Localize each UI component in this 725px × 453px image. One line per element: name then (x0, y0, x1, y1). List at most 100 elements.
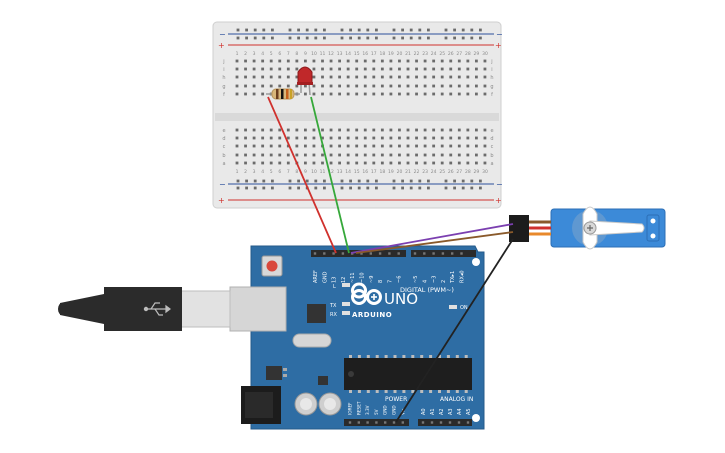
breadboard-hole[interactable] (312, 136, 316, 140)
breadboard-hole[interactable] (321, 67, 324, 71)
breadboard-hole[interactable] (406, 75, 410, 79)
header-pin[interactable] (466, 421, 470, 424)
breadboard-hole[interactable] (338, 84, 341, 88)
breadboard-hole[interactable] (355, 59, 359, 63)
breadboard-hole[interactable] (363, 67, 367, 71)
rail-hole[interactable] (271, 28, 274, 32)
analog-pin-header[interactable] (418, 419, 472, 426)
breadboard-hole[interactable] (415, 153, 418, 157)
breadboard-hole[interactable] (457, 153, 461, 157)
rail-hole[interactable] (479, 28, 482, 32)
rail-hole[interactable] (375, 179, 378, 183)
header-pin[interactable] (375, 421, 378, 424)
rail-hole[interactable] (357, 36, 361, 40)
breadboard-hole[interactable] (321, 84, 324, 88)
breadboard-hole[interactable] (440, 59, 444, 63)
rail-hole[interactable] (349, 28, 352, 32)
breadboard-hole[interactable] (389, 75, 393, 79)
breadboard-hole[interactable] (466, 59, 470, 63)
rail-hole[interactable] (366, 186, 370, 190)
rail-hole[interactable] (409, 28, 413, 32)
rail-hole[interactable] (340, 179, 344, 183)
breadboard-hole[interactable] (244, 153, 247, 157)
purple-wire[interactable] (350, 223, 514, 254)
breadboard-hole[interactable] (406, 84, 410, 88)
rail-hole[interactable] (314, 36, 318, 40)
breadboard-hole[interactable] (415, 67, 418, 71)
breadboard-hole[interactable] (321, 153, 324, 157)
breadboard-hole[interactable] (329, 128, 333, 132)
breadboard-hole[interactable] (466, 144, 470, 148)
header-pin[interactable] (360, 252, 363, 255)
rail-hole[interactable] (349, 179, 352, 183)
breadboard-hole[interactable] (372, 128, 376, 132)
rail-hole[interactable] (262, 186, 266, 190)
header-pin[interactable] (357, 421, 360, 424)
breadboard-hole[interactable] (423, 128, 427, 132)
breadboard-hole[interactable] (252, 59, 256, 63)
breadboard-hole[interactable] (304, 144, 307, 148)
breadboard-hole[interactable] (261, 75, 265, 79)
breadboard-hole[interactable] (252, 92, 256, 96)
breadboard-hole[interactable] (372, 92, 376, 96)
breadboard-hole[interactable] (432, 84, 436, 88)
breadboard-hole[interactable] (304, 161, 307, 165)
breadboard-hole[interactable] (406, 128, 410, 132)
breadboard-hole[interactable] (406, 59, 410, 63)
rail-hole[interactable] (470, 36, 474, 40)
breadboard-hole[interactable] (244, 128, 247, 132)
header-pin[interactable] (460, 252, 463, 255)
breadboard-hole[interactable] (363, 136, 367, 140)
breadboard-hole[interactable] (286, 67, 290, 71)
breadboard-hole[interactable] (321, 136, 324, 140)
header-pin[interactable] (392, 421, 396, 424)
header-pin[interactable] (323, 252, 326, 255)
breadboard-hole[interactable] (252, 128, 256, 132)
breadboard-hole[interactable] (466, 75, 470, 79)
breadboard-hole[interactable] (406, 92, 410, 96)
breadboard-hole[interactable] (398, 67, 401, 71)
rail-hole[interactable] (288, 186, 292, 190)
breadboard-hole[interactable] (457, 136, 461, 140)
breadboard-hole[interactable] (286, 128, 290, 132)
breadboard-hole[interactable] (346, 136, 350, 140)
breadboard-hole[interactable] (423, 84, 427, 88)
breadboard-hole[interactable] (449, 92, 453, 96)
rail-hole[interactable] (314, 179, 318, 183)
breadboard-hole[interactable] (295, 136, 299, 140)
breadboard-hole[interactable] (244, 92, 247, 96)
rail-hole[interactable] (409, 36, 413, 40)
rail-hole[interactable] (271, 36, 274, 40)
breadboard-hole[interactable] (244, 144, 247, 148)
reset-button[interactable] (261, 255, 283, 277)
rail-hole[interactable] (401, 179, 404, 183)
breadboard-hole[interactable] (278, 161, 282, 165)
breadboard-hole[interactable] (415, 84, 418, 88)
breadboard-hole[interactable] (329, 67, 333, 71)
breadboard-hole[interactable] (252, 161, 256, 165)
breadboard-hole[interactable] (440, 84, 444, 88)
breadboard-hole[interactable] (304, 84, 307, 88)
rail-hole[interactable] (305, 28, 309, 32)
breadboard-hole[interactable] (235, 84, 239, 88)
rail-hole[interactable] (453, 36, 456, 40)
breadboard-hole[interactable] (269, 153, 273, 157)
breadboard-hole[interactable] (261, 153, 265, 157)
rail-hole[interactable] (444, 36, 448, 40)
resistor[interactable] (266, 88, 300, 100)
breadboard-hole[interactable] (252, 153, 256, 157)
breadboard-hole[interactable] (312, 161, 316, 165)
breadboard-hole[interactable] (423, 161, 427, 165)
breadboard-hole[interactable] (466, 84, 470, 88)
rail-hole[interactable] (427, 28, 430, 32)
header-pin[interactable] (430, 421, 434, 424)
header-pin[interactable] (341, 252, 345, 255)
rail-hole[interactable] (323, 186, 326, 190)
breadboard-hole[interactable] (389, 136, 393, 140)
rail-hole[interactable] (453, 179, 456, 183)
breadboard-hole[interactable] (295, 59, 299, 63)
breadboard-hole[interactable] (415, 75, 418, 79)
rail-hole[interactable] (470, 179, 474, 183)
breadboard-hole[interactable] (440, 92, 444, 96)
breadboard-hole[interactable] (278, 153, 282, 157)
